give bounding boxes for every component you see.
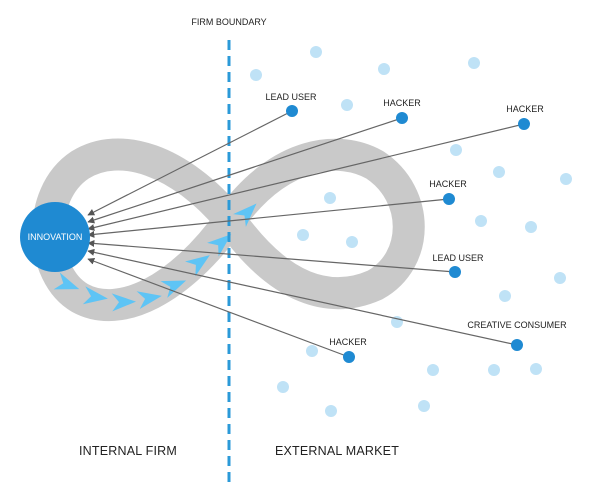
actor-label: LEAD USER bbox=[265, 92, 317, 102]
crowd-dot bbox=[493, 166, 505, 178]
actor-label: HACKER bbox=[429, 179, 467, 189]
connector-line bbox=[87, 110, 293, 216]
crowd-dot bbox=[475, 215, 487, 227]
crowd-dot bbox=[488, 364, 500, 376]
crowd-dot bbox=[277, 381, 289, 393]
actor-dot bbox=[396, 112, 408, 124]
crowd-dot bbox=[346, 236, 358, 248]
external-actors: LEAD USER HACKER HACKER HACKER LEAD USER CREA… bbox=[265, 92, 567, 363]
market-crowd-dots bbox=[250, 46, 572, 417]
actor-label: LEAD USER bbox=[432, 253, 484, 263]
crowd-dot bbox=[325, 405, 337, 417]
innovation-circle bbox=[20, 202, 90, 272]
actor-label: HACKER bbox=[383, 98, 421, 108]
crowd-dot bbox=[378, 63, 390, 75]
chevron-arrow-icon bbox=[136, 291, 162, 309]
firm-boundary-label: FIRM BOUNDARY bbox=[191, 17, 266, 27]
connector-line bbox=[87, 240, 456, 273]
actor-label: HACKER bbox=[506, 104, 544, 114]
chevron-arrow-icon bbox=[53, 272, 80, 290]
actor-dot bbox=[343, 351, 355, 363]
actor-dot bbox=[443, 193, 455, 205]
crowd-dot bbox=[324, 192, 336, 204]
crowd-dot bbox=[554, 272, 566, 284]
connector-line bbox=[87, 198, 450, 238]
actor-dot bbox=[449, 266, 461, 278]
innovation-flow-arrows bbox=[53, 203, 257, 312]
crowd-dot bbox=[297, 229, 309, 241]
chevron-arrow-icon bbox=[82, 286, 108, 305]
actor-dot bbox=[511, 339, 523, 351]
connector-line bbox=[87, 117, 403, 224]
actor-label: CREATIVE CONSUMER bbox=[467, 320, 567, 330]
crowd-dot bbox=[427, 364, 439, 376]
crowd-dot bbox=[468, 57, 480, 69]
connector-line bbox=[87, 123, 525, 231]
connector-line bbox=[87, 257, 350, 358]
crowd-dot bbox=[418, 400, 430, 412]
actor-connectors bbox=[87, 110, 525, 358]
chevron-arrow-icon bbox=[160, 280, 187, 298]
actor-label: HACKER bbox=[329, 337, 367, 347]
crowd-dot bbox=[499, 290, 511, 302]
chevron-arrow-icon bbox=[185, 255, 210, 277]
actor-dot bbox=[518, 118, 530, 130]
innovation-label: INNOVATION bbox=[28, 232, 83, 242]
chevron-arrow-icon bbox=[111, 293, 136, 312]
crowd-dot bbox=[306, 345, 318, 357]
crowd-dot bbox=[341, 99, 353, 111]
actor-dot bbox=[286, 105, 298, 117]
crowd-dot bbox=[250, 69, 262, 81]
crowd-dot bbox=[450, 144, 462, 156]
internal-firm-label: INTERNAL FIRM bbox=[79, 444, 177, 458]
chevron-arrow-icon bbox=[233, 203, 257, 227]
chevron-arrow-icon bbox=[207, 234, 232, 257]
connector-line bbox=[87, 248, 518, 346]
crowd-dot bbox=[530, 363, 542, 375]
crowd-dot bbox=[525, 221, 537, 233]
crowd-dot bbox=[560, 173, 572, 185]
crowd-dot bbox=[310, 46, 322, 58]
external-market-label: EXTERNAL MARKET bbox=[275, 444, 399, 458]
